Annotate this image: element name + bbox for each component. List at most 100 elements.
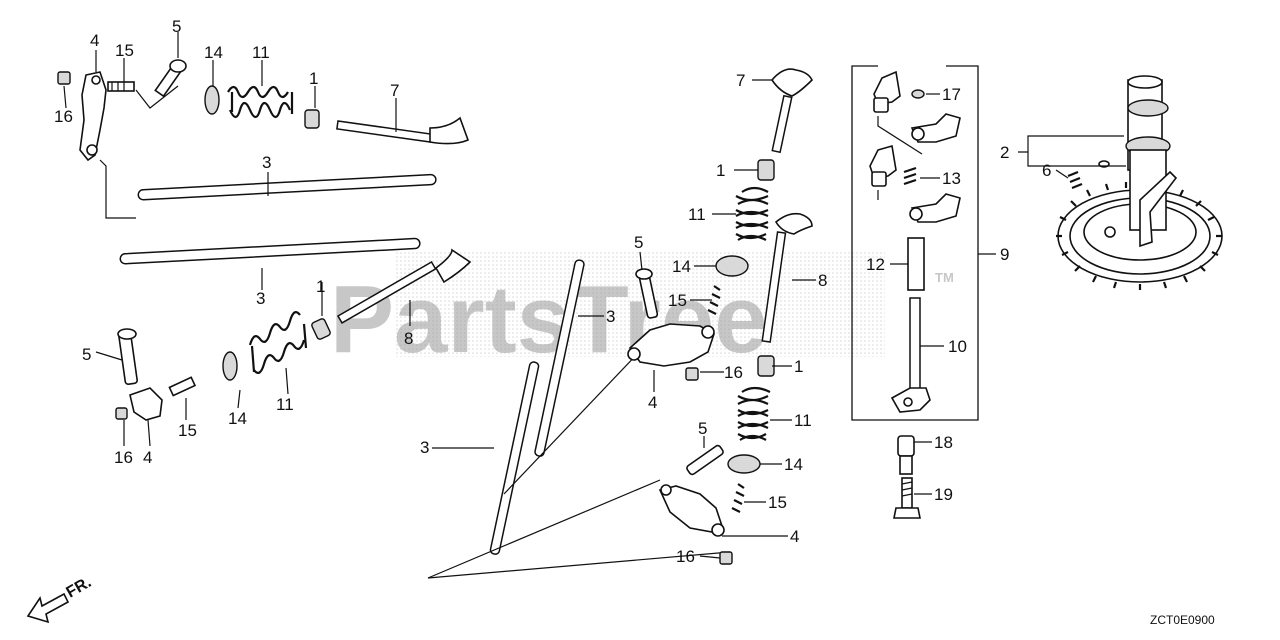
pivot-stud-part (635, 268, 659, 319)
callout-16[interactable]: 16 (114, 448, 133, 467)
valve-part (770, 68, 813, 154)
collet-part (757, 159, 775, 181)
callout-5[interactable]: 5 (82, 345, 91, 364)
assembly-frame (851, 65, 979, 421)
weight-spring-part (903, 166, 917, 186)
valve-part (761, 212, 813, 343)
flyweight-part (869, 144, 897, 179)
callouts: 4 15 5 14 11 1 7 16 3 3 1 8 5 14 11 15 1… (54, 17, 1051, 566)
callout-11[interactable]: 11 (252, 43, 270, 62)
front-label: FR. (64, 574, 95, 602)
nut-part (719, 551, 733, 565)
rocker-pivot (91, 75, 101, 85)
callout-5[interactable]: 5 (698, 419, 707, 438)
center-group (627, 68, 816, 565)
callout-3[interactable]: 3 (606, 307, 615, 326)
callout-11[interactable]: 11 (794, 411, 812, 430)
adjust-bolt-part (707, 285, 721, 315)
pushrod-part (534, 259, 585, 457)
boxed-assembly (851, 65, 996, 421)
retainer-part (222, 351, 238, 381)
callout-4[interactable]: 4 (648, 393, 657, 412)
callout-8[interactable]: 8 (404, 329, 413, 348)
retainer-part (727, 454, 761, 474)
adjust-bolt-part (107, 81, 135, 92)
callout-1[interactable]: 1 (316, 277, 325, 296)
flyweight-arm-part (910, 193, 961, 223)
callout-12[interactable]: 12 (866, 255, 885, 274)
callout-3[interactable]: 3 (262, 153, 271, 172)
callout-13[interactable]: 13 (942, 169, 961, 188)
callout-10[interactable]: 10 (948, 337, 967, 356)
nut-part (115, 407, 128, 420)
diagram-code: ZCT0E0900 (1150, 613, 1215, 627)
callout-15[interactable]: 15 (115, 41, 134, 60)
callout-11[interactable]: 11 (688, 205, 706, 224)
valve-part (336, 248, 472, 324)
flyweight-part (873, 70, 901, 105)
collet-part (757, 355, 775, 377)
callout-3[interactable]: 3 (256, 289, 265, 308)
adjust-bolt-part (731, 483, 745, 513)
callout-14[interactable]: 14 (672, 257, 691, 276)
camshaft-assembly (1018, 75, 1223, 290)
callout-14[interactable]: 14 (204, 43, 223, 62)
lower-right-parts (893, 435, 932, 519)
bushing-part (897, 435, 915, 457)
valve-part (336, 116, 470, 145)
callout-15[interactable]: 15 (178, 421, 197, 440)
pushrod-part (137, 173, 437, 201)
collet-part (304, 109, 320, 129)
valve-spring-part (248, 311, 308, 374)
top-left-group (57, 32, 470, 219)
adjust-bolt-part (168, 376, 197, 397)
callout-16[interactable]: 16 (724, 363, 743, 382)
rocker-arm-part (129, 387, 163, 421)
callout-15[interactable]: 15 (668, 291, 687, 310)
callout-7[interactable]: 7 (736, 71, 745, 90)
valve-spring-part (737, 386, 771, 441)
callout-6[interactable]: 6 (1042, 161, 1051, 180)
callout-14[interactable]: 14 (784, 455, 803, 474)
valve-spring-part (227, 85, 294, 119)
callout-5[interactable]: 5 (634, 233, 643, 252)
pushrod-part (489, 361, 540, 555)
pivot-stud-part (686, 444, 724, 476)
callout-1[interactable]: 1 (716, 161, 725, 180)
pivot-stud-part (117, 328, 138, 385)
rocker-arm-part (79, 71, 107, 162)
callout-9[interactable]: 9 (1000, 245, 1009, 264)
governor-shaft-part (890, 297, 931, 413)
bushing-body (899, 455, 913, 475)
decomp-spring-part (1067, 170, 1083, 190)
callout-7[interactable]: 7 (390, 81, 399, 100)
callout-17[interactable]: 17 (942, 85, 961, 104)
pushrod-part (119, 237, 421, 265)
front-arrow-icon (26, 592, 70, 624)
retainer-part (204, 85, 220, 115)
valve-spring-part (735, 186, 769, 241)
callout-3[interactable]: 3 (420, 438, 429, 457)
callout-16[interactable]: 16 (54, 107, 73, 126)
callout-4[interactable]: 4 (790, 527, 799, 546)
callout-14[interactable]: 14 (228, 409, 247, 428)
callout-18[interactable]: 18 (934, 433, 953, 452)
callout-5[interactable]: 5 (172, 17, 181, 36)
callout-11[interactable]: 11 (276, 395, 294, 414)
callout-15[interactable]: 15 (768, 493, 787, 512)
callout-1[interactable]: 1 (309, 69, 318, 88)
callout-19[interactable]: 19 (934, 485, 953, 504)
callout-1[interactable]: 1 (794, 357, 803, 376)
callout-8[interactable]: 8 (818, 271, 827, 290)
clip-part (911, 89, 925, 99)
retainer-part (715, 255, 749, 277)
left-lower-group (95, 237, 472, 447)
callout-4[interactable]: 4 (143, 448, 152, 467)
callout-4[interactable]: 4 (90, 31, 99, 50)
callout-16[interactable]: 16 (676, 547, 695, 566)
callout-2[interactable]: 2 (1000, 143, 1009, 162)
watermark-trademark: TM (935, 270, 954, 285)
nut-part (685, 367, 699, 381)
collet-part (311, 318, 331, 340)
